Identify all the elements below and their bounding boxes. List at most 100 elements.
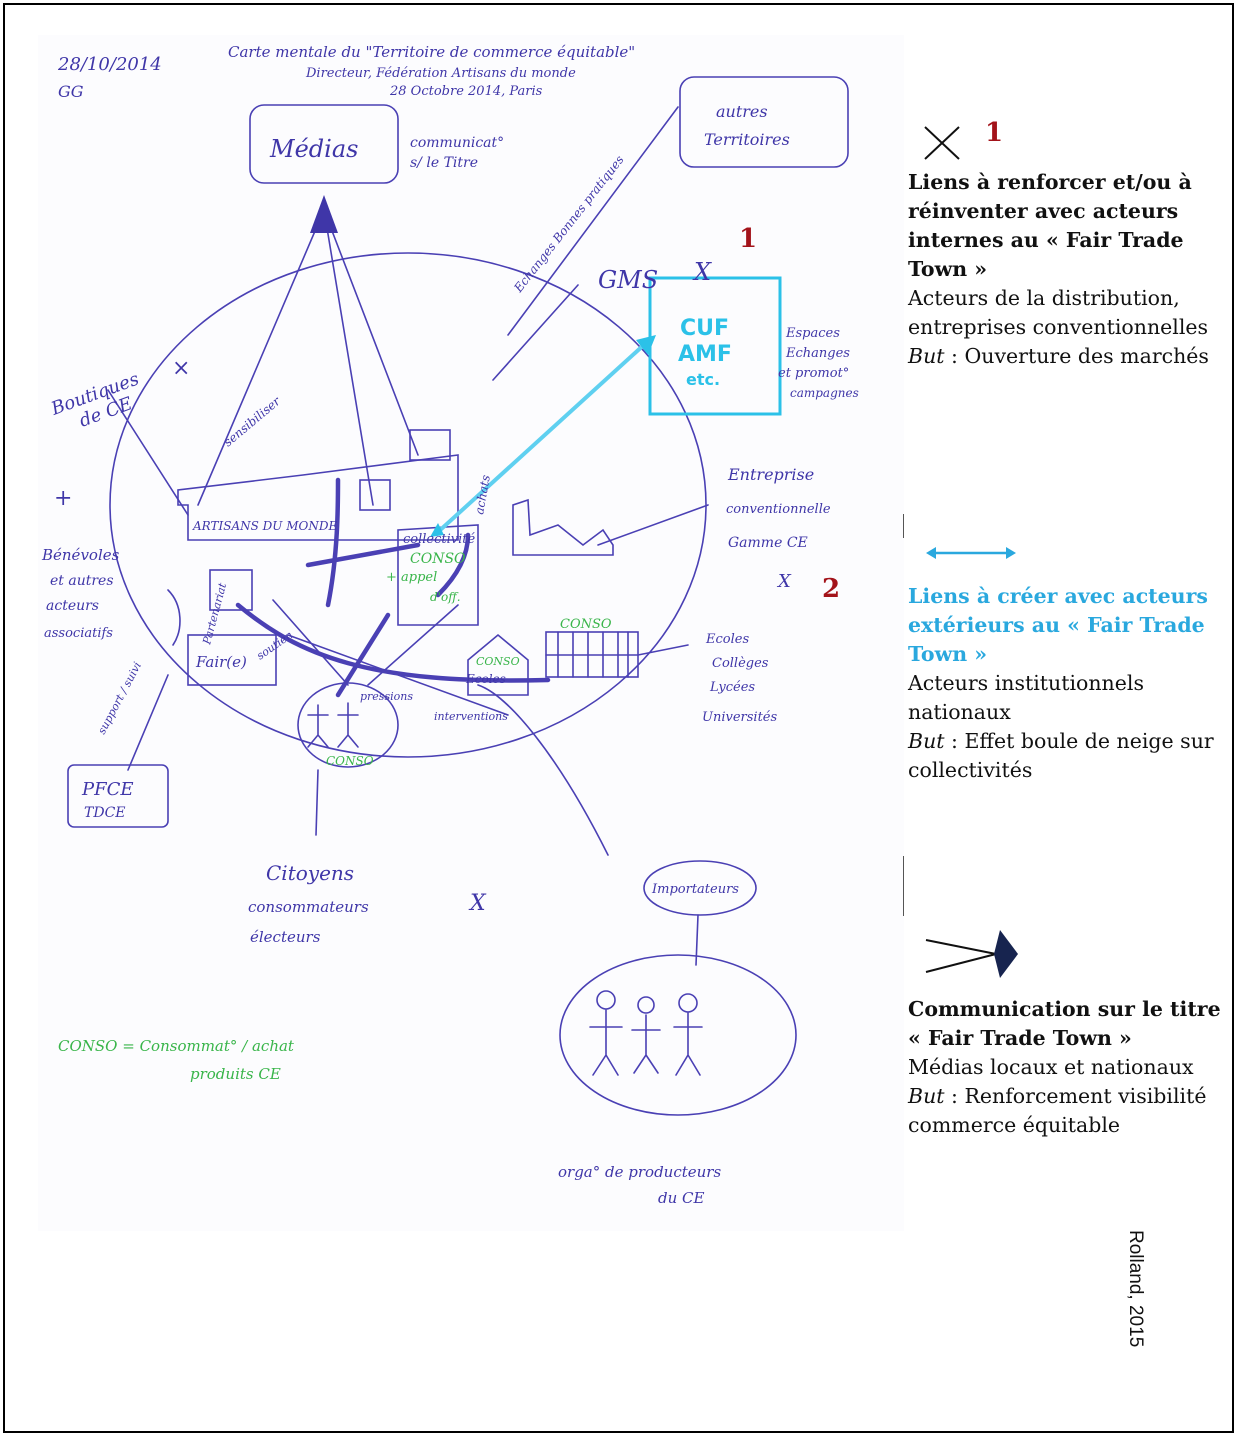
boutiques-arrow xyxy=(107,389,189,516)
ecoles-note-3: Lycées xyxy=(709,680,755,695)
achat-note: achats xyxy=(472,474,493,516)
page-frame xyxy=(3,3,1234,1433)
espaces-note-1: Espaces xyxy=(785,326,840,341)
entreprise-note-1: Entreprise xyxy=(727,465,814,484)
goal-label: But xyxy=(908,1084,945,1108)
espaces-note-2: Echanges xyxy=(785,346,850,361)
divider-2 xyxy=(903,856,904,916)
goal-text: : Renforcement visibilité commerce équit… xyxy=(908,1084,1207,1137)
school-conso: CONSO xyxy=(560,617,612,632)
ecoles-conso: CONSO xyxy=(476,655,520,668)
collectivite-conso-1: CONSO xyxy=(410,551,466,567)
strong-link-5 xyxy=(435,532,471,598)
espaces-note-3: et promot° xyxy=(778,366,849,381)
sketch-number-one: 1 xyxy=(739,224,758,254)
goal-text: : Effet boule de neige sur collectivités xyxy=(908,729,1214,782)
legend-item-external-goal: But : Effet boule de neige sur collectiv… xyxy=(908,727,1238,785)
autres-label-1: autres xyxy=(716,102,768,121)
ecoles-arrow xyxy=(637,644,689,656)
gms-label: GMS xyxy=(598,266,658,294)
cuf-label-1: CUF xyxy=(680,316,729,341)
echanges-arrow xyxy=(507,106,679,336)
intervention-note: interventions xyxy=(434,710,508,723)
sketch-number-two: 2 xyxy=(822,574,841,604)
citoyens-note-1: Citoyens xyxy=(266,861,354,885)
ecoles-building xyxy=(467,633,529,696)
autres-label-2: Territoires xyxy=(704,130,790,149)
legend-item-communication-title: Communication sur le titre « Fair Trade … xyxy=(908,997,1221,1050)
legend-item-internal-actors: Acteurs de la distribution, entreprises … xyxy=(908,286,1209,339)
ecoles-note-4: Universités xyxy=(702,710,777,725)
inner-box-1 xyxy=(209,569,253,611)
boutiques-mark: × xyxy=(172,356,190,381)
header-title: Carte mentale du "Territoire de commerce… xyxy=(228,43,635,61)
school-grid-lines xyxy=(545,631,639,678)
partenariat-note: Partenariat xyxy=(200,581,229,647)
benevoles-note-4: associatifs xyxy=(44,626,113,641)
citoyens-conso: CONSO xyxy=(326,754,374,768)
goal-label: But xyxy=(908,344,945,368)
cross-icon xyxy=(924,126,960,160)
pression-note: pressions xyxy=(360,690,413,703)
citizens-down-line xyxy=(315,769,319,836)
entreprise-arrow xyxy=(597,504,709,546)
strong-link-1 xyxy=(235,602,551,683)
entreprise-mark: X xyxy=(776,571,792,592)
legend-item-communication-actors: Médias locaux et nationaux xyxy=(908,1055,1194,1079)
support-note: support / suivi xyxy=(95,660,144,737)
medias-arrowhead xyxy=(310,195,338,233)
collectivite-conso-2: + appel xyxy=(386,570,437,585)
inner-box-2 xyxy=(359,479,391,511)
benevoles-note-1: Bénévoles xyxy=(41,546,120,564)
fair-box xyxy=(187,634,277,686)
pfce-label-2: TDCE xyxy=(84,805,126,821)
gms-arrow xyxy=(492,284,579,381)
sensibiliser-note: sensibiliser xyxy=(221,393,284,449)
autres-territoires-box xyxy=(679,76,849,168)
pfce-box xyxy=(67,764,169,828)
legend-item-external-title: Liens à créer avec acteurs extérieurs au… xyxy=(908,584,1208,666)
medias-label: Médias xyxy=(269,135,358,163)
producteurs-note-2: du CE xyxy=(658,1189,705,1207)
support-arrow xyxy=(127,674,169,771)
legend-item-internal-title: Liens à renforcer et/ou à réinventer ave… xyxy=(908,170,1192,281)
collectivite-conso-3: d'off. xyxy=(430,590,461,604)
legend-item-communication-goal: But : Renforcement visibilité commerce é… xyxy=(908,1082,1238,1140)
gms-mark: X xyxy=(692,258,712,286)
citizen-figures xyxy=(307,702,359,748)
fair-label: Fair(e) xyxy=(195,653,247,671)
legend-item-external: Liens à créer avec acteurs extérieurs au… xyxy=(908,582,1238,785)
collectivite-building xyxy=(397,524,479,626)
communication-note-2: s/ le Titre xyxy=(410,155,478,171)
artisans-label: ARTISANS DU MONDE xyxy=(192,519,337,533)
header-date: 28/10/2014 xyxy=(57,54,162,75)
legend-item-communication: Communication sur le titre « Fair Trade … xyxy=(908,995,1238,1140)
legend-item-internal: Liens à renforcer et/ou à réinventer ave… xyxy=(908,168,1238,371)
entreprise-note-2: conventionnelle xyxy=(726,502,831,517)
communication-note-1: communicat° xyxy=(410,135,504,151)
entreprise-note-3: Gamme CE xyxy=(728,535,808,551)
legend-item-internal-goal: But : Ouverture des marchés xyxy=(908,342,1238,371)
citoyens-note-2: consommateurs xyxy=(248,898,369,916)
mind-map-sketch: 28/10/2014 GG Carte mentale du "Territoi… xyxy=(38,35,904,1231)
green-legend-2: produits CE xyxy=(190,1065,281,1083)
medias-link-lines xyxy=(197,209,419,506)
benevoles-mark: + xyxy=(54,486,72,511)
legend-number-one: 1 xyxy=(985,118,1004,148)
header-initials: GG xyxy=(58,82,84,101)
producers-circle xyxy=(559,954,797,1116)
benevoles-note-3: acteurs xyxy=(46,598,99,614)
header-place: 28 Octobre 2014, Paris xyxy=(389,84,543,99)
pfce-label-1: PFCE xyxy=(81,779,134,800)
espaces-note-4: campagnes xyxy=(790,386,859,400)
divider-1 xyxy=(903,514,904,538)
ecoles-note-1: Ecoles xyxy=(705,632,749,647)
producteurs-note-1: orga° de producteurs xyxy=(558,1163,721,1181)
strong-link-4 xyxy=(335,612,391,698)
mind-map-svg: 28/10/2014 GG Carte mentale du "Territoi… xyxy=(41,43,859,1207)
cuf-label-2: AMF xyxy=(678,342,732,367)
media-arrow-icon xyxy=(925,930,1018,978)
territory-circle xyxy=(109,252,707,758)
importateurs-line xyxy=(477,684,699,966)
factory xyxy=(512,498,614,556)
